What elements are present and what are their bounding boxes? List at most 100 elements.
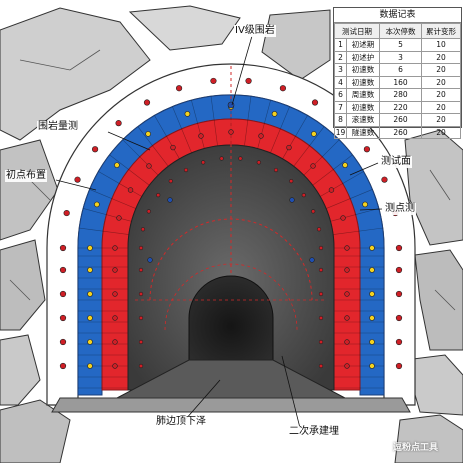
- inner-face-point: [318, 315, 324, 321]
- inner-face-point: [256, 160, 261, 165]
- inner-face-point: [140, 227, 146, 232]
- rock-chunk: [0, 7, 151, 141]
- blue-band-point: [369, 267, 375, 273]
- table-cell-no: 1: [334, 38, 347, 52]
- red-band-point: [198, 133, 204, 139]
- leader-lines: [55, 35, 383, 429]
- red-band-point: [112, 315, 118, 321]
- blue-band-point: [184, 111, 191, 117]
- inner-face-point: [289, 179, 294, 184]
- rock-chunk: [404, 354, 463, 416]
- red-band-point: [116, 215, 122, 221]
- blue-band-point: [362, 201, 368, 208]
- table-cell-total: 20: [421, 100, 461, 114]
- table-cell-item: 滚速数: [346, 113, 380, 127]
- table-cell-total: 20: [421, 125, 461, 139]
- inner-face-point: [138, 245, 144, 251]
- rock-chunk: [394, 414, 463, 463]
- leader-measure-points: [359, 208, 383, 211]
- band-segment-line: [191, 100, 205, 149]
- table-cell-no: 4: [334, 75, 347, 89]
- table-cell-item: 初速数: [346, 75, 380, 89]
- outer-measure-point: [59, 290, 67, 298]
- outer-measure-point: [63, 209, 70, 217]
- label-secondary-lining: 二次承建埋: [288, 426, 340, 438]
- rock-chunk: [414, 249, 463, 351]
- band-segment-line: [333, 227, 383, 235]
- red-band-point: [286, 144, 292, 151]
- rock-chunk: [0, 334, 41, 406]
- outer-measure-point: [210, 77, 217, 85]
- leader-secondary-lining: [281, 355, 301, 429]
- table-cell-item: 初述期: [346, 38, 380, 52]
- table-cell-item: 初述护: [346, 50, 380, 64]
- measurement-points: [59, 77, 403, 370]
- table-cell-no: 7: [334, 100, 347, 114]
- outer-measure-point: [91, 146, 99, 153]
- band-segment-line: [330, 208, 379, 222]
- red-band-point: [344, 245, 350, 251]
- inner-face-point: [318, 339, 324, 345]
- blue-band-point: [87, 245, 93, 251]
- band-segment-line: [293, 126, 325, 167]
- table-cell-no: 8: [334, 113, 347, 127]
- table-cell-no: 19: [334, 125, 347, 139]
- band-segment-line: [172, 106, 192, 153]
- inner-face-point: [138, 363, 144, 369]
- outer-measure-point: [59, 362, 67, 370]
- band-segment-line: [303, 139, 340, 176]
- blue-band-point: [114, 162, 120, 168]
- table-cell-total: 10: [421, 38, 461, 52]
- blue-band-point: [94, 201, 100, 208]
- rock-chunk: [0, 399, 71, 463]
- inner-face-point: [183, 167, 189, 173]
- rock-crack: [9, 49, 456, 311]
- outer-measure-point: [74, 176, 81, 183]
- table-cell-item: 隧速数: [346, 125, 380, 139]
- inner-face-point: [318, 267, 324, 273]
- red-band-point: [228, 129, 234, 135]
- blue-band-point: [87, 267, 93, 273]
- blue-band-point: [87, 291, 93, 297]
- table-header-row: 测试日期 本次停数 累计变形: [334, 23, 461, 39]
- measurement-lines: [135, 66, 327, 331]
- band-segment-line: [320, 171, 364, 197]
- blue-band-point: [271, 111, 278, 117]
- red-band-point: [112, 339, 118, 345]
- inner-face-point: [138, 267, 144, 273]
- outer-measure-point: [175, 85, 183, 92]
- red-band-point: [258, 133, 264, 139]
- inner-face-point: [311, 209, 316, 214]
- inner-face-point: [238, 156, 243, 161]
- outer-measure-point: [381, 176, 388, 183]
- red-band-point: [112, 363, 118, 369]
- crown-point: [227, 101, 235, 109]
- leader-rock-grade: [231, 35, 253, 106]
- inner-face-point: [146, 209, 151, 214]
- table-header-date: 测试日期: [334, 23, 380, 39]
- band-segment-line: [122, 139, 159, 176]
- table-cell-no: 2: [334, 50, 347, 64]
- outer-measure-point: [59, 266, 67, 274]
- inner-face-point: [219, 156, 224, 161]
- band-segment-line: [83, 208, 132, 222]
- table-cell-current: 280: [379, 88, 422, 102]
- band-segment-line: [210, 96, 218, 146]
- red-band-point: [127, 187, 134, 193]
- label-measure-points: 测点测: [384, 203, 416, 215]
- outer-measure-point: [245, 77, 252, 85]
- band-segment-line: [79, 227, 129, 235]
- blue-band-point: [369, 291, 375, 297]
- red-band-point: [112, 245, 118, 251]
- outer-measure-point: [59, 338, 67, 346]
- red-band-point: [112, 291, 118, 297]
- inner-face-point: [318, 291, 324, 297]
- outer-measure-point: [59, 244, 67, 252]
- table-cell-current: 220: [379, 100, 422, 114]
- outer-measure-point: [395, 290, 403, 298]
